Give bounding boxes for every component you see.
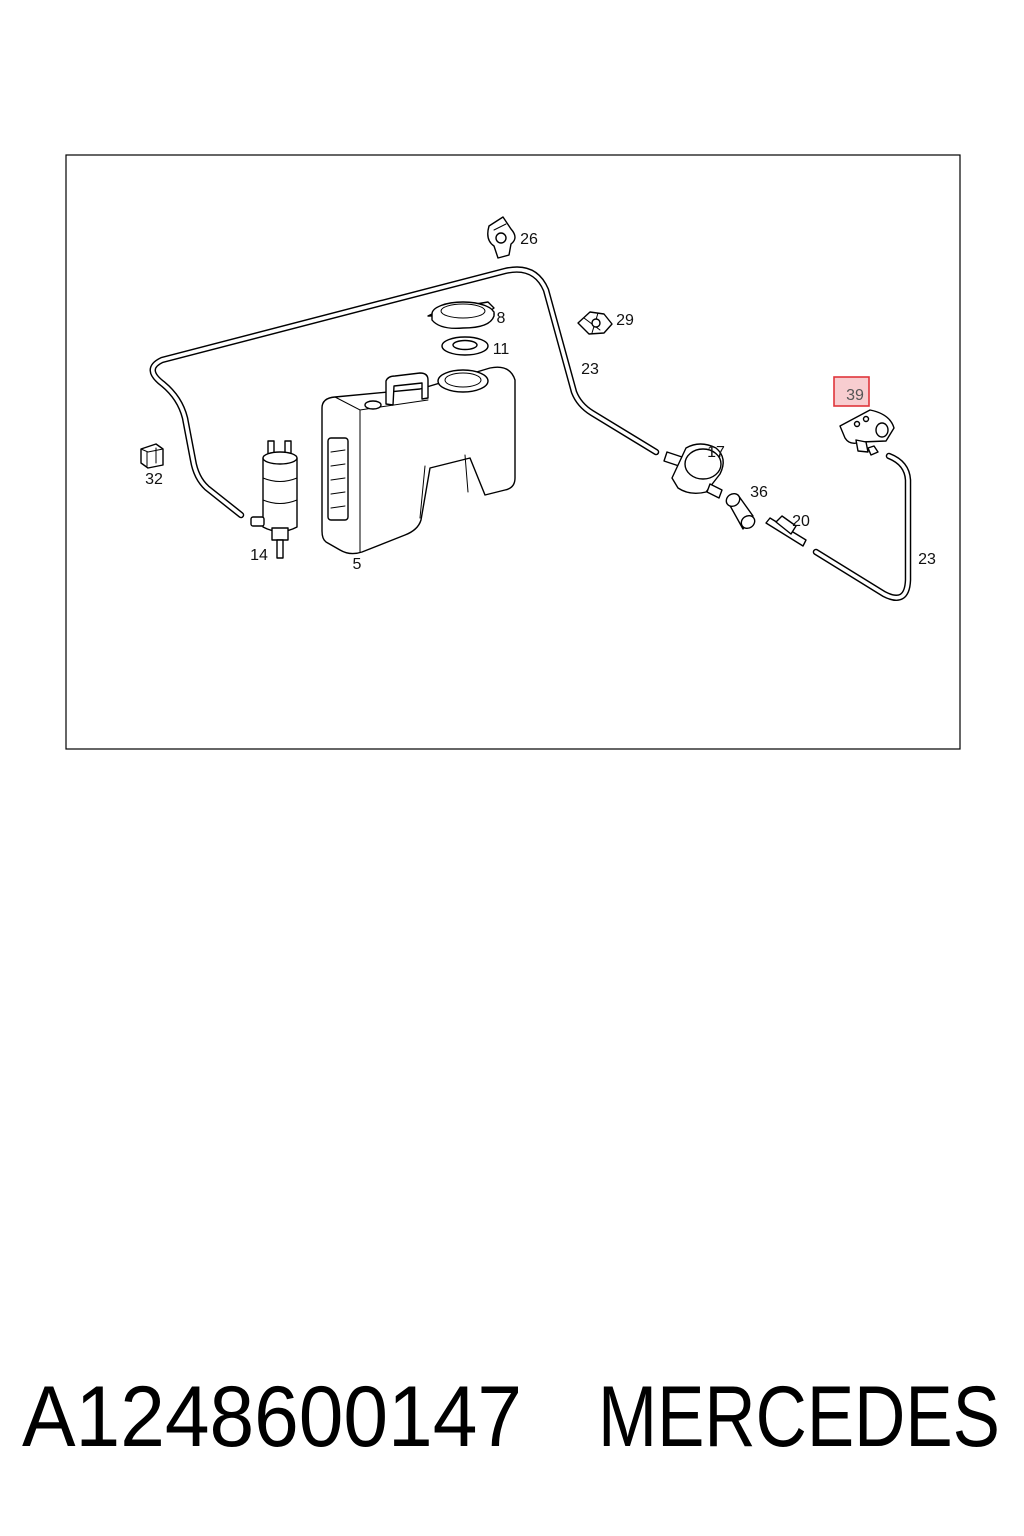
callout-36: 36	[750, 484, 768, 501]
callout-14: 14	[250, 547, 268, 564]
part-number-caption: A1248600147	[22, 1369, 522, 1465]
callout-32: 32	[145, 471, 163, 488]
callout-26: 26	[520, 231, 538, 248]
part-5-reservoir-tank	[321, 366, 516, 555]
part-17-check-valve	[663, 443, 724, 499]
part-39-washer-nozzle	[839, 409, 895, 456]
part-20-connector	[765, 515, 807, 547]
part-23-hose-right	[812, 452, 912, 601]
part-23-hose-main	[149, 266, 660, 519]
brand-caption: MERCEDES	[598, 1369, 1000, 1465]
callout-23-right: 23	[918, 551, 936, 568]
highlight-box	[833, 376, 870, 407]
callout-11: 11	[493, 341, 510, 358]
part-36-sleeve	[725, 492, 756, 530]
callout-23-top: 23	[581, 361, 599, 378]
part-14-washer-pump	[250, 440, 298, 559]
part-8-cap	[427, 301, 495, 330]
callout-5: 5	[353, 556, 362, 573]
callout-17: 17	[707, 444, 725, 461]
part-32-clip	[140, 443, 164, 469]
callout-29: 29	[616, 312, 634, 329]
callout-39: 39	[846, 387, 864, 404]
callout-8: 8	[497, 310, 506, 327]
part-11-seal-ring	[441, 336, 489, 356]
part-29-clip	[577, 311, 613, 335]
part-26-clip	[487, 216, 516, 259]
highlighted-callout: 39	[833, 376, 870, 407]
callout-20: 20	[792, 513, 810, 530]
